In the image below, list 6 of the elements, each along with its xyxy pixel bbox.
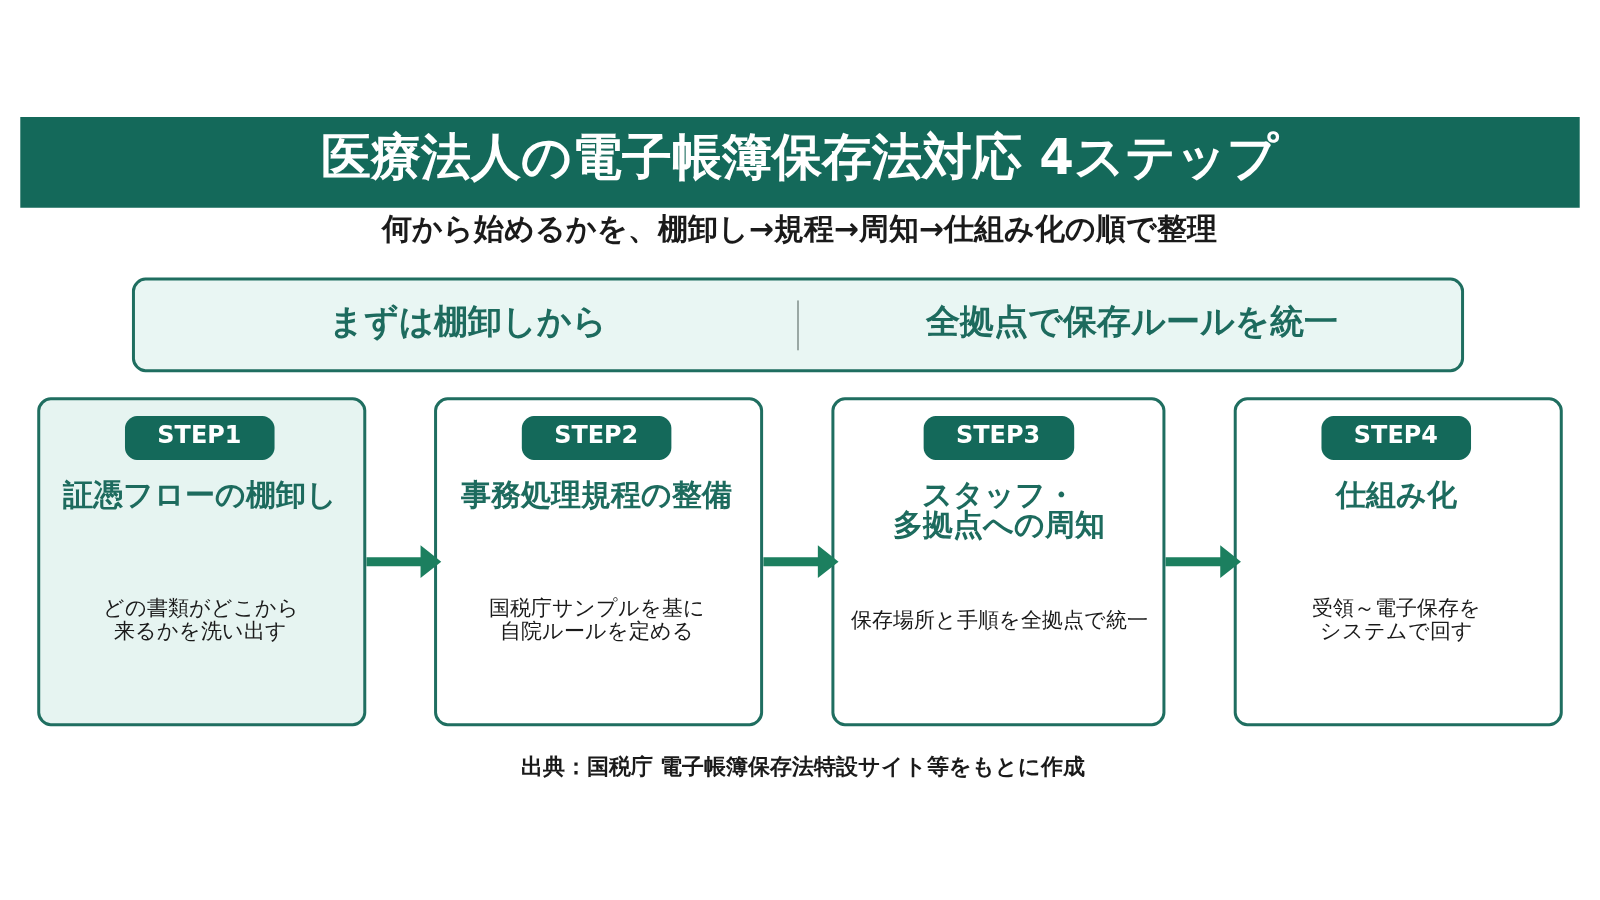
caption: 出典：国税庁 電子帳簿保存法特設サイト等をもとに作成 xyxy=(520,753,1086,779)
diagram-title: 医療法人の電子帳簿保存法対応 4ステップ xyxy=(320,128,1278,187)
arrow xyxy=(763,545,839,578)
arrow xyxy=(366,545,442,578)
label: 何から始めるかを、棚卸し→規程→周知→仕組み化の順で整理 xyxy=(381,210,1217,246)
arrow xyxy=(1165,545,1241,578)
